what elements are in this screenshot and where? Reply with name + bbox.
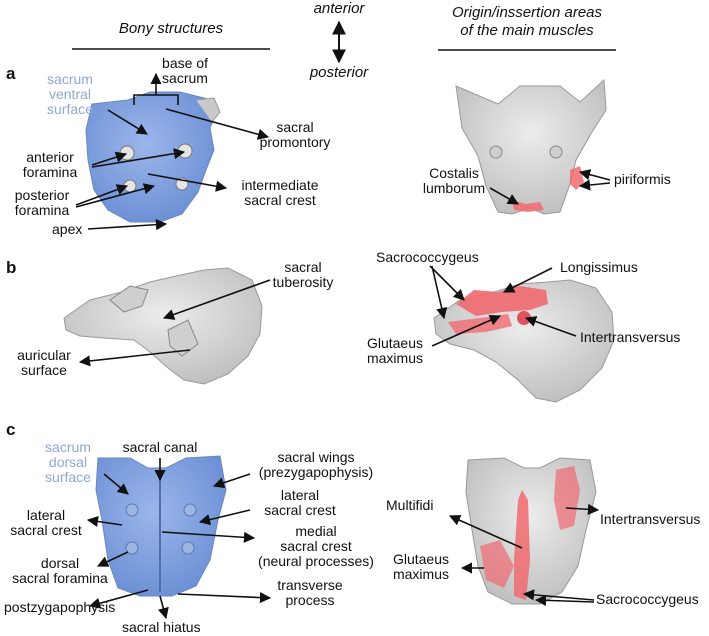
posterior-label: posterior	[309, 64, 369, 81]
apex-label: apex	[52, 221, 83, 237]
section-c-label: c	[6, 420, 16, 439]
anterior-label: anterior	[313, 0, 365, 17]
intertransversus-b-label: Intertransversus	[580, 329, 681, 345]
apex-arrow	[87, 219, 168, 231]
longissimus-arrow	[502, 267, 553, 293]
sacrococcygeus-b-arrow-2	[431, 265, 448, 320]
piriformis-arrow-2	[578, 179, 611, 191]
right-header-line2: of the main muscles	[460, 22, 594, 39]
ventral-arrow	[107, 109, 148, 135]
piriformis-arrow-1	[578, 169, 611, 181]
sacrum-lateral-muscles	[433, 279, 615, 403]
sacral-canal-label: sacral canal	[122, 439, 198, 455]
longissimus-label: Longissimus	[560, 259, 638, 275]
sacrococcygeus-b-arrow-1	[429, 265, 465, 301]
intertransversus-b-arrow	[524, 316, 577, 337]
sacrum-lateral-bone	[63, 267, 263, 385]
sacrococcygeus-b-label: Sacrococcygeus	[376, 249, 479, 265]
intertransversus-c-arrow	[565, 503, 600, 515]
glutaeus-b-arrow	[431, 314, 502, 347]
lat-crest-r-arrow	[198, 509, 251, 526]
section-b-label: b	[6, 258, 17, 277]
lat-crest-l-arrow	[86, 515, 123, 528]
transverse-arrow	[177, 591, 272, 604]
post-foramina-arrow-2	[75, 183, 156, 208]
inter-crest-arrow	[147, 173, 228, 192]
costalis-arrow	[489, 187, 519, 205]
sacral-wings-label: sacral wings(prezygapophysis)	[258, 449, 374, 480]
intertransversus-c-label: Intertransversus	[600, 511, 701, 527]
medial-arrow	[161, 531, 256, 543]
ant-foramina-arrow-1	[91, 151, 128, 166]
section-a-label: a	[6, 64, 16, 83]
multifidi-arrow	[448, 514, 523, 549]
hiatus-arrow	[157, 595, 169, 620]
right-header-line1: Origin/inssertion areas	[451, 4, 603, 21]
ant-foramina-arrow-2	[91, 148, 186, 168]
wings-arrow	[212, 473, 251, 489]
promontory-arrow	[165, 108, 270, 140]
sacrum-dorsal-muscles	[465, 457, 597, 605]
dorsal-foramina-arrow	[96, 551, 129, 567]
postzygapophysis-label: postzygapophysis	[4, 599, 116, 615]
postzyg-arrow	[88, 589, 149, 609]
sacrococcygeus-c-label: Sacrococcygeus	[596, 591, 699, 607]
dorsal-surface-arrow	[103, 473, 129, 495]
left-header: Bony structures	[118, 20, 224, 37]
sacrum-dorsal-bone	[95, 455, 227, 597]
sacrococcygeus-c-arrow-2	[534, 594, 595, 606]
auricular-arrow	[78, 349, 191, 367]
multifidi-label: Multifidi	[386, 497, 434, 513]
post-foramina-arrow-1	[75, 184, 129, 206]
tuberosity-arrow	[162, 279, 271, 320]
sacral-hiatus-label: sacral hiatus	[122, 619, 201, 635]
piriformis-label: piriformis	[614, 171, 671, 187]
